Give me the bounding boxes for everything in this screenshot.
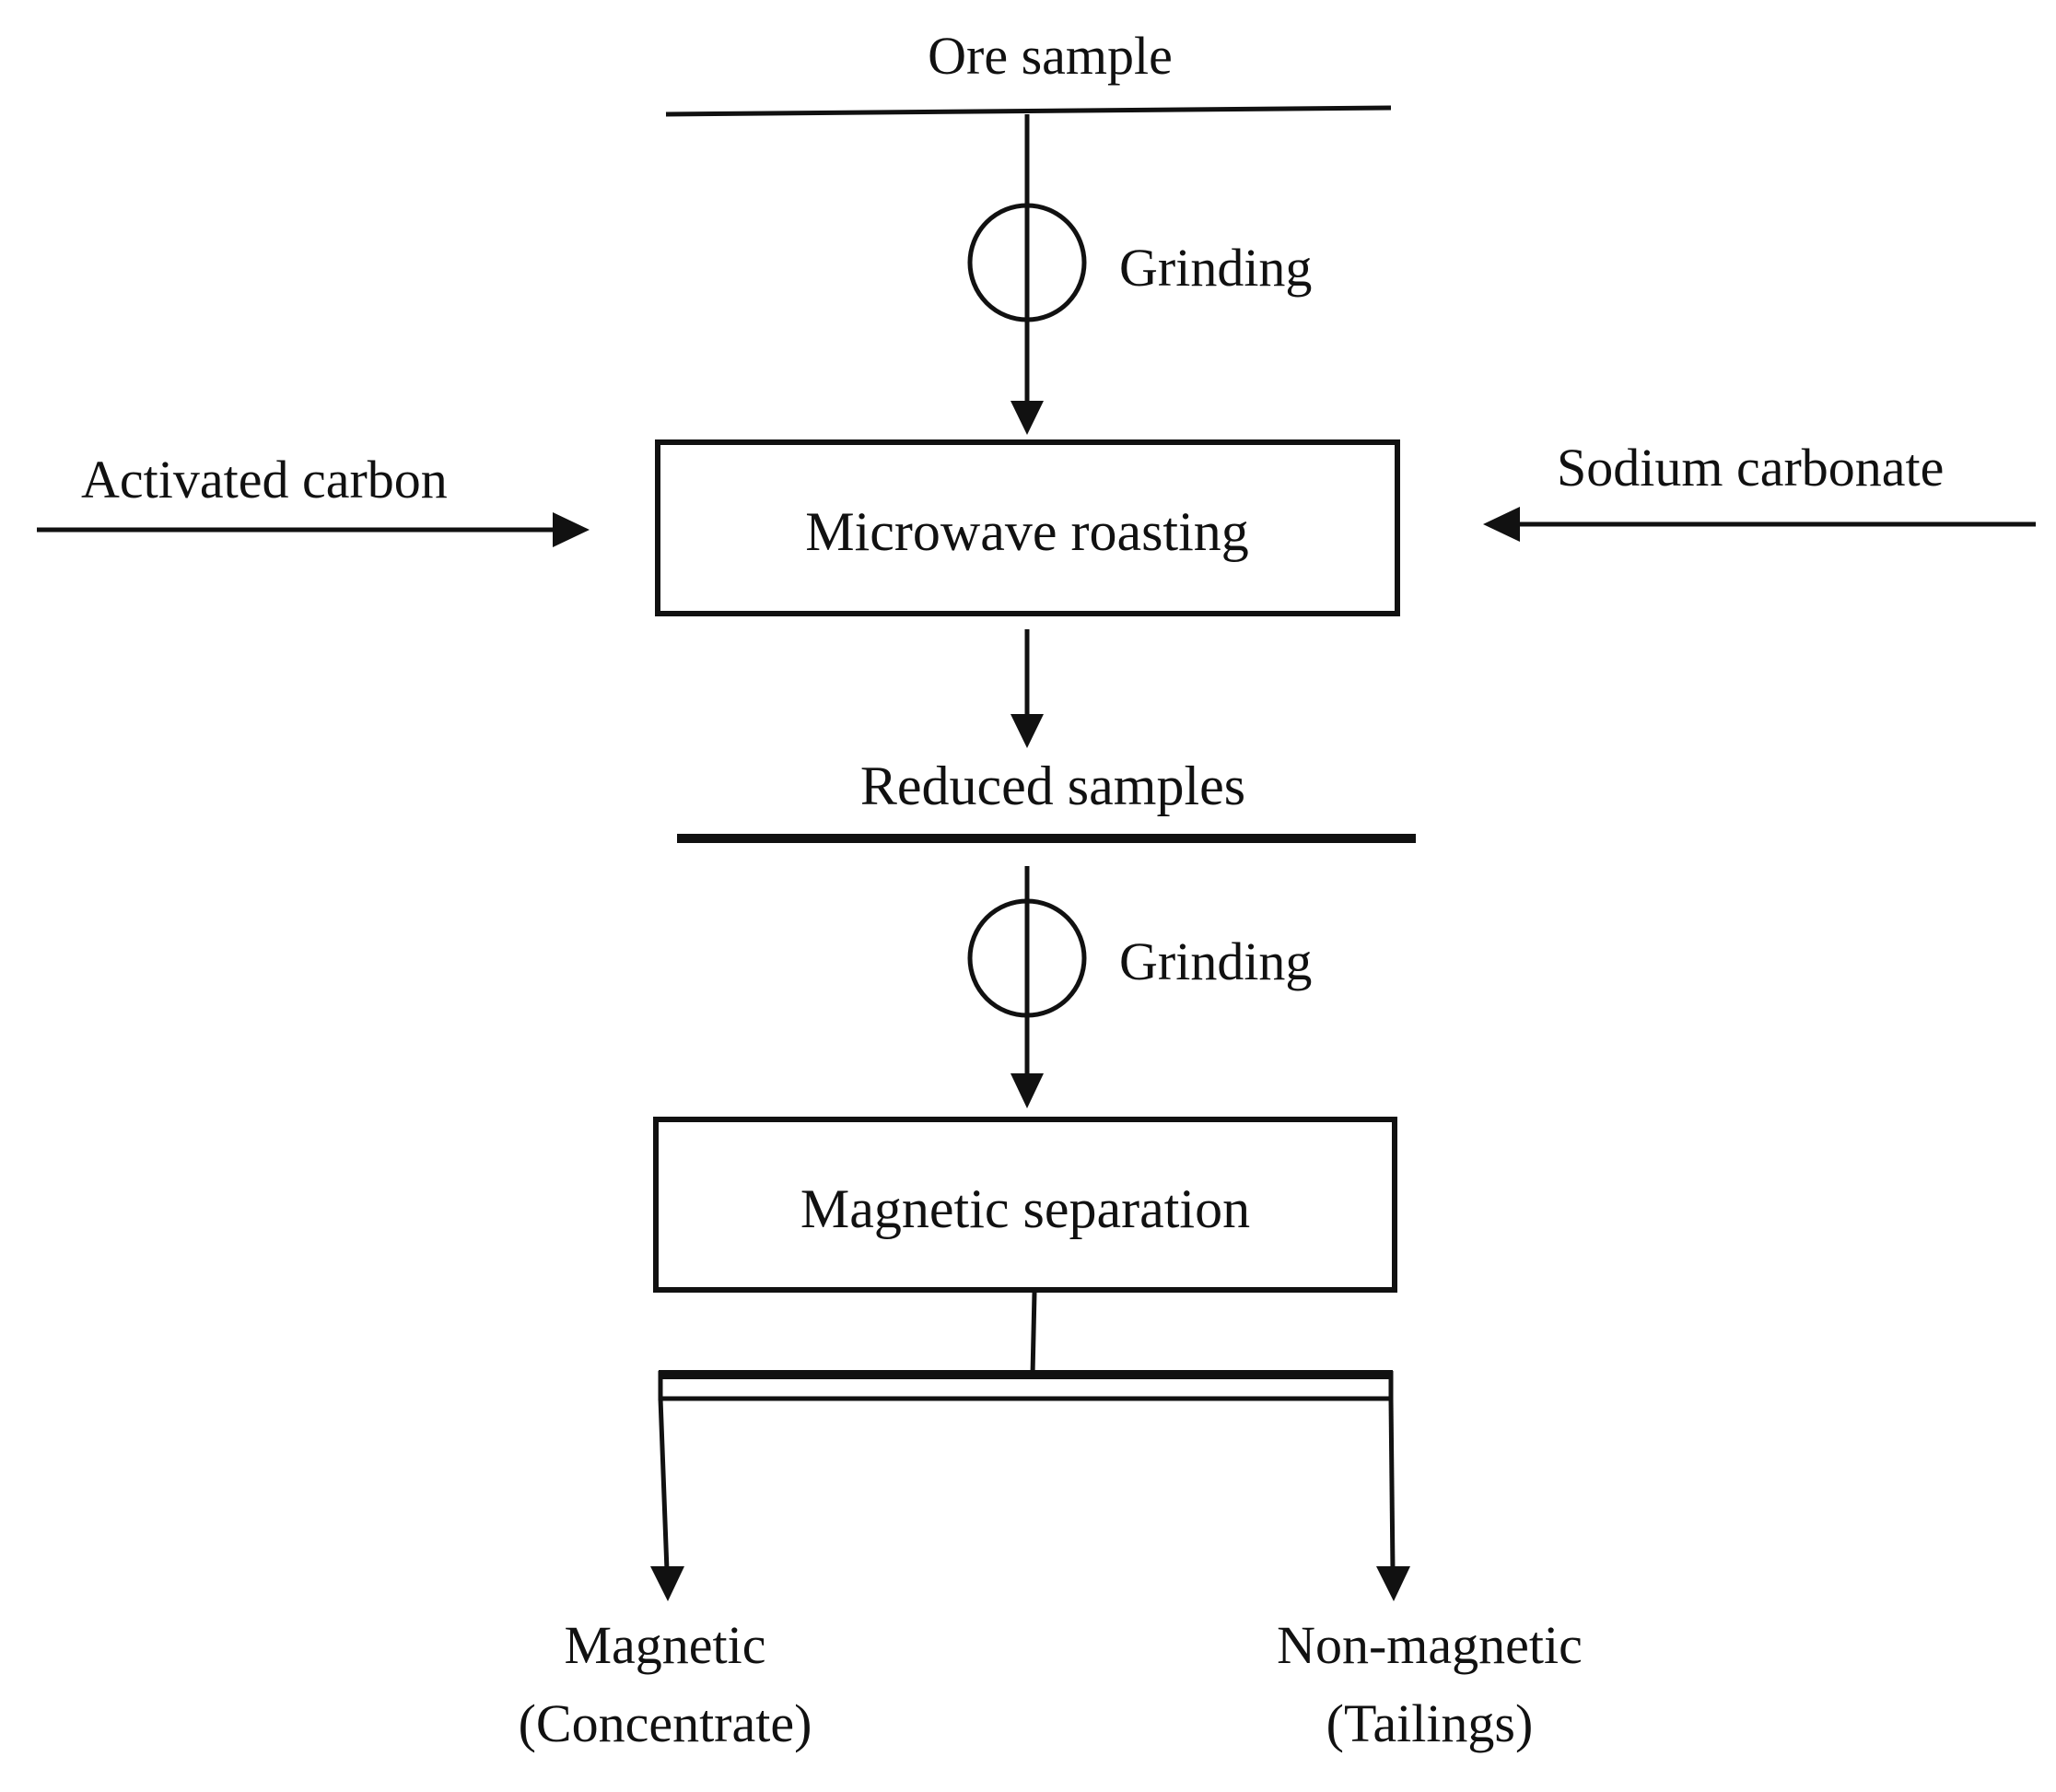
magnetic-separation-box [653, 1117, 1397, 1293]
stem-separation-to-split [1030, 1292, 1037, 1376]
arrowhead-to-separation [1010, 1073, 1044, 1108]
grinding-1-symbol [967, 203, 1087, 322]
ore-sample-label: Ore sample [928, 26, 1173, 86]
sodium-carbonate-arrowhead [1483, 507, 1520, 542]
nonmagnetic-label: Non-magnetic [1277, 1615, 1583, 1675]
grinding-2-symbol [967, 898, 1087, 1018]
grinding-1-label: Grinding [1119, 238, 1312, 298]
grinding-2-label: Grinding [1119, 931, 1312, 991]
concentrate-label: (Concentrate) [519, 1693, 812, 1753]
magnetic-branch-line [658, 1398, 670, 1572]
activated-carbon-arrowhead [553, 512, 590, 547]
magnetic-label: Magnetic [564, 1615, 765, 1675]
microwave-roasting-box [655, 439, 1400, 616]
tailings-label: (Tailings) [1326, 1693, 1534, 1753]
activated-carbon-label: Activated carbon [81, 450, 448, 509]
ore-sample-bar [665, 105, 1392, 117]
reduced-samples-label: Reduced samples [860, 755, 1245, 816]
nonmagnetic-arrowhead [1376, 1566, 1410, 1601]
microwave-roasting-label: Microwave roasting [805, 501, 1249, 562]
arrowhead-to-reduced [1010, 714, 1044, 748]
sodium-carbonate-label: Sodium carbonate [1557, 438, 1944, 498]
magnetic-separation-label: Magnetic separation [800, 1178, 1250, 1239]
magnetic-arrowhead [650, 1566, 684, 1601]
nonmagnetic-branch-line [1388, 1398, 1396, 1572]
arrowhead-to-roasting [1010, 401, 1044, 435]
